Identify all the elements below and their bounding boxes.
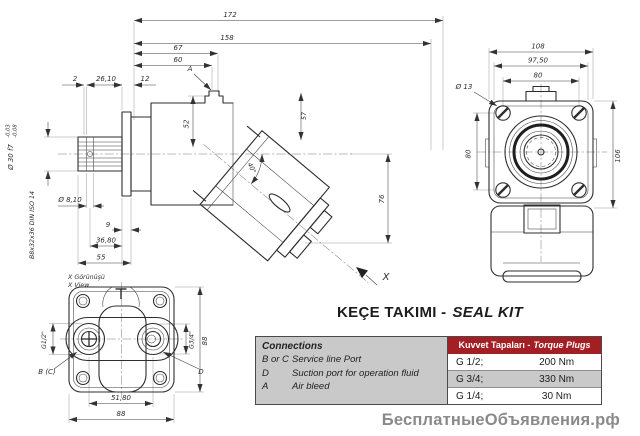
- torque-size: G 1/4;: [456, 390, 484, 402]
- dim-label-88-bottom: 88: [117, 410, 126, 418]
- x-view-dimension-lines: [50, 287, 203, 423]
- x-view-drawing: X Görünüşü X View: [38, 274, 209, 423]
- dim-label-12: 12: [141, 75, 150, 83]
- dim-label-158: 158: [220, 34, 234, 42]
- side-view-extension-lines: [44, 16, 444, 266]
- dim-label-97-50: 97,50: [528, 57, 549, 65]
- torque-row: G 1/2; 200 Nm: [448, 354, 601, 370]
- page-title: KEÇE TAKIMI - SEAL KIT: [255, 304, 605, 321]
- torque-header-en: Torque Plugs: [533, 340, 591, 350]
- pump-front-outline: [485, 85, 597, 283]
- torque-plugs-header: Kuvvet Tapaları -Torque Plugs: [448, 337, 601, 354]
- air-bleed-symbol: [115, 288, 127, 299]
- x-view-title-en: X View: [67, 282, 90, 289]
- port-g12-label: G1/2": [41, 331, 48, 349]
- dim-label-106: 106: [614, 149, 622, 163]
- connection-row: A Air bleed: [262, 380, 447, 394]
- dim-label-80-left: 80: [465, 149, 473, 158]
- dim-label-172: 172: [223, 11, 237, 19]
- spline-spec-label: B8x32x36 DIN ISO 14: [29, 191, 36, 259]
- dim-label-80-top: 80: [534, 72, 543, 80]
- x-view-bolt-holes: [75, 293, 168, 386]
- connection-desc: Service line Port: [292, 354, 362, 365]
- x-direction-label: X: [382, 272, 391, 283]
- dim-label-dia-13: Ø 13: [455, 83, 473, 91]
- bent-head-outline: [192, 125, 333, 262]
- site-watermark: БесплатныеОбъявления.рф: [381, 411, 620, 429]
- dim-label-36-80: 36,80: [96, 237, 117, 245]
- torque-header-tr: Kuvvet Tapaları -: [458, 340, 531, 350]
- flange-bolt-holes: [495, 105, 587, 198]
- torque-value: 30 Nm: [541, 390, 572, 402]
- dim-label-60: 60: [174, 56, 183, 64]
- x-direction-arrow: [356, 267, 378, 286]
- dim-label-108: 108: [531, 43, 545, 51]
- pump-side-outline: [77, 90, 333, 262]
- page-title-prefix: KEÇE TAKIMI -: [337, 304, 447, 321]
- connection-row: D Suction port for operation fluid: [262, 367, 447, 381]
- dim-label-dia-8-10: Ø 8,10: [57, 196, 82, 204]
- port-a-label: A: [187, 65, 193, 73]
- x-view-extension-lines: [49, 286, 204, 423]
- front-body-lower: [490, 204, 594, 283]
- tolerance-upper-label: -0,03: [6, 124, 12, 137]
- dim-label-76: 76: [378, 194, 386, 203]
- connections-title: Connections: [262, 341, 323, 352]
- dim-label-55: 55: [97, 254, 106, 262]
- port-bc-label: B (C): [38, 368, 56, 376]
- dim-label-52: 52: [183, 119, 191, 128]
- torque-value: 330 Nm: [539, 373, 575, 385]
- torque-row: G 1/4; 30 Nm: [448, 387, 601, 404]
- x-view-title-tr: X Görünüşü: [67, 274, 105, 281]
- angle-label-40: 40°: [246, 161, 258, 175]
- service-port-b: [72, 322, 106, 356]
- shaft-diameter-label: Ø 30 f7: [7, 144, 15, 171]
- port-d-label: D: [198, 368, 204, 376]
- front-view-extension-lines: [473, 48, 617, 209]
- torque-plugs-column: Kuvvet Tapaları -Torque Plugs G 1/2; 200…: [448, 337, 601, 404]
- suction-port-d: [136, 322, 170, 356]
- dim-label-2: 2: [73, 75, 78, 83]
- connection-key: B or C: [262, 354, 289, 365]
- torque-value: 200 Nm: [539, 356, 575, 368]
- torque-size: G 3/4;: [456, 373, 484, 385]
- dim-label-51-80: 51,80: [111, 394, 132, 402]
- torque-row: G 3/4; 330 Nm: [448, 370, 601, 387]
- dim-label-88-right: 88: [201, 336, 209, 345]
- port-g34-label: G3/4": [189, 331, 196, 349]
- torque-size: G 1/2;: [456, 356, 484, 368]
- side-view-dimension-lines: [45, 17, 443, 266]
- side-view-drawing: 172 158 67 60 A 2 26,10 12 52 57 40° 76 …: [6, 11, 444, 286]
- connection-desc: Suction port for operation fluid: [292, 367, 419, 379]
- dim-label-57: 57: [301, 112, 308, 120]
- dim-label-26-10: 26,10: [96, 75, 117, 83]
- front-view-dimension-lines: [473, 49, 616, 208]
- bent-axis-centerline: [203, 144, 369, 283]
- connection-key: A: [262, 381, 269, 392]
- tolerance-lower-label: -0,08: [13, 124, 19, 138]
- page-title-suffix: SEAL KIT: [452, 304, 523, 321]
- dim-label-67: 67: [174, 44, 183, 52]
- connection-key: D: [262, 367, 269, 379]
- connection-desc: Air bleed: [292, 381, 330, 392]
- front-view-drawing: 108 97,50 80 Ø 13 80 106: [455, 43, 622, 283]
- dim-label-9: 9: [106, 221, 111, 229]
- pump-x-view-outline: [65, 286, 179, 393]
- shaft-bore-circles: [504, 115, 578, 189]
